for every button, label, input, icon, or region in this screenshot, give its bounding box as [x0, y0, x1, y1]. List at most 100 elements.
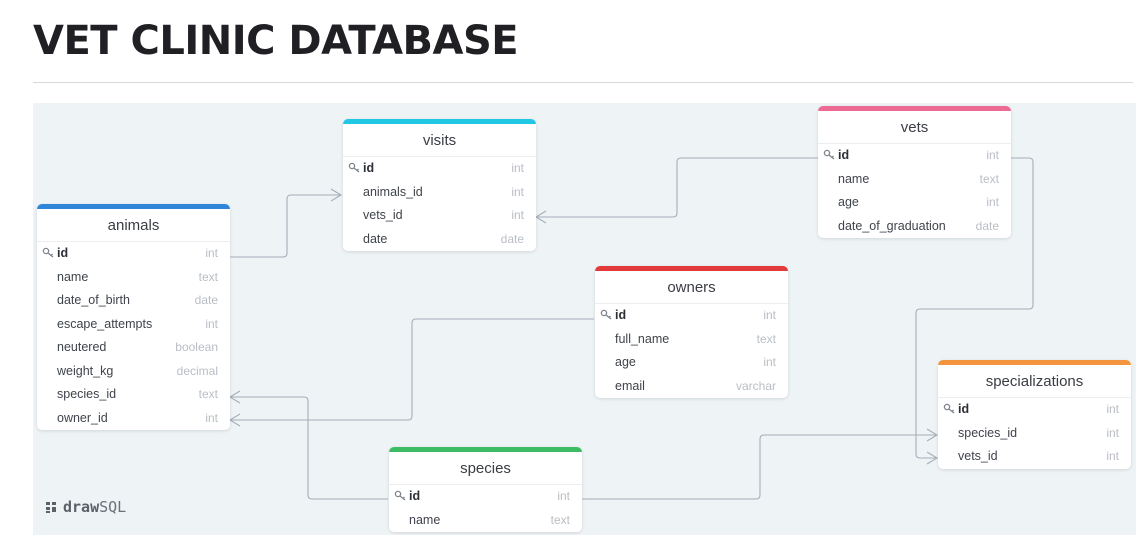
column-row[interactable]: name text	[37, 266, 230, 290]
column-type: text	[198, 269, 218, 284]
column-row[interactable]: id int	[343, 157, 536, 181]
connector-vets-specializations	[915, 157, 1034, 459]
column-name: name	[409, 512, 441, 527]
column-row[interactable]: id int	[595, 304, 788, 328]
column-row[interactable]: vets_id int	[343, 204, 536, 228]
brand-prefix: draw	[63, 498, 100, 516]
column-row[interactable]: name text	[389, 509, 582, 533]
connector-species-specializations	[581, 434, 937, 500]
crowfoot-visits-animals	[330, 188, 343, 202]
column-row[interactable]: date_of_graduation date	[818, 215, 1011, 239]
column-name: email	[615, 378, 645, 393]
column-name: name	[57, 269, 89, 284]
table-visits[interactable]: visits id int animals_id int vets_id int…	[343, 119, 536, 251]
table-owners[interactable]: owners id int full_name text age int ema…	[595, 266, 788, 398]
column-name: id	[409, 489, 421, 503]
column-type: int	[557, 489, 570, 503]
column-type: int	[986, 195, 999, 209]
column-name: id	[838, 148, 850, 162]
connector-animals-visits	[230, 194, 341, 258]
crowfoot-specializations-species	[926, 428, 939, 442]
table-animals[interactable]: animals id int name text date_of_birth d…	[37, 204, 230, 430]
table-name: vets	[900, 119, 929, 136]
column-type: date	[194, 293, 218, 307]
column-row[interactable]: id int	[37, 242, 230, 266]
column-type: text	[550, 512, 570, 527]
column-row[interactable]: animals_id int	[343, 181, 536, 205]
key-icon	[943, 403, 955, 414]
column-row[interactable]: name text	[818, 168, 1011, 192]
column-type: int	[205, 316, 218, 331]
column-name: vets_id	[363, 208, 403, 222]
column-row[interactable]: neutered boolean	[37, 336, 230, 360]
table-specializations[interactable]: specializations id int species_id int ve…	[938, 360, 1131, 469]
column-type: int	[511, 161, 524, 175]
connector-owners-animals	[230, 318, 594, 421]
diagram-canvas[interactable]: animals id int name text date_of_birth d…	[33, 103, 1136, 535]
column-row[interactable]: id int	[938, 398, 1131, 422]
column-type: varchar	[735, 378, 776, 393]
relationship-lines	[228, 157, 1034, 500]
key-icon	[42, 247, 54, 258]
column-name: date_of_birth	[57, 293, 130, 307]
column-row[interactable]: age int	[818, 191, 1011, 215]
column-name: species_id	[958, 425, 1018, 440]
column-row[interactable]: email varchar	[595, 375, 788, 399]
table-header: specializations	[938, 360, 1131, 398]
column-row[interactable]: age int	[595, 351, 788, 375]
column-name: date	[363, 231, 388, 246]
column-row[interactable]: id int	[818, 144, 1011, 168]
table-header: vets	[818, 106, 1011, 144]
brand-suffix: SQL	[99, 498, 127, 516]
column-type: text	[979, 171, 999, 186]
column-type: int	[205, 246, 218, 260]
crowfoot-animals-species	[228, 390, 241, 404]
column-name: full_name	[615, 331, 670, 346]
table-name: animals	[107, 217, 160, 234]
column-name: id	[363, 161, 375, 175]
table-name: visits	[422, 132, 457, 149]
column-row[interactable]: date date	[343, 228, 536, 252]
column-row[interactable]: escape_attempts int	[37, 313, 230, 337]
column-row[interactable]: species_id text	[37, 383, 230, 407]
column-type: int	[205, 410, 218, 425]
column-type: int	[1106, 425, 1119, 440]
connector-vets-visits	[536, 157, 818, 218]
column-row[interactable]: weight_kg decimal	[37, 360, 230, 384]
column-name: neutered	[57, 340, 107, 354]
key-icon	[348, 162, 360, 173]
table-name: species	[460, 460, 511, 477]
column-name: id	[57, 246, 69, 260]
drawsql-logo-icon	[46, 502, 56, 513]
drawsql-logo: drawSQL	[45, 498, 126, 516]
column-name: age	[838, 195, 859, 209]
column-row[interactable]: date_of_birth date	[37, 289, 230, 313]
column-type: text	[756, 331, 776, 346]
column-row[interactable]: owner_id int	[37, 407, 230, 431]
column-name: id	[958, 402, 970, 416]
crowfoot-animals-owners	[228, 413, 241, 427]
column-row[interactable]: id int	[389, 485, 582, 509]
column-name: vets_id	[958, 449, 998, 463]
table-name: owners	[667, 279, 716, 296]
column-name: age	[615, 355, 636, 369]
page-title: VET CLINIC DATABASE	[33, 18, 519, 64]
column-name: date_of_graduation	[838, 218, 946, 233]
table-header: owners	[595, 266, 788, 304]
table-vets[interactable]: vets id int name text age int date_of_gr…	[818, 106, 1011, 238]
crowfoot-specializations-vets	[926, 451, 939, 465]
table-header: animals	[37, 204, 230, 242]
table-species[interactable]: species id int name text	[389, 447, 582, 532]
column-row[interactable]: full_name text	[595, 328, 788, 352]
column-type: text	[198, 387, 218, 401]
column-name: id	[615, 308, 627, 322]
table-header: species	[389, 447, 582, 485]
crowfoot-visits-vets	[534, 210, 547, 224]
drawsql-wordmark: drawSQL	[63, 498, 126, 516]
column-name: owner_id	[57, 410, 108, 425]
column-type: int	[1106, 402, 1119, 416]
column-type: date	[975, 218, 999, 233]
column-row[interactable]: vets_id int	[938, 445, 1131, 469]
key-icon	[394, 490, 406, 501]
column-row[interactable]: species_id int	[938, 422, 1131, 446]
